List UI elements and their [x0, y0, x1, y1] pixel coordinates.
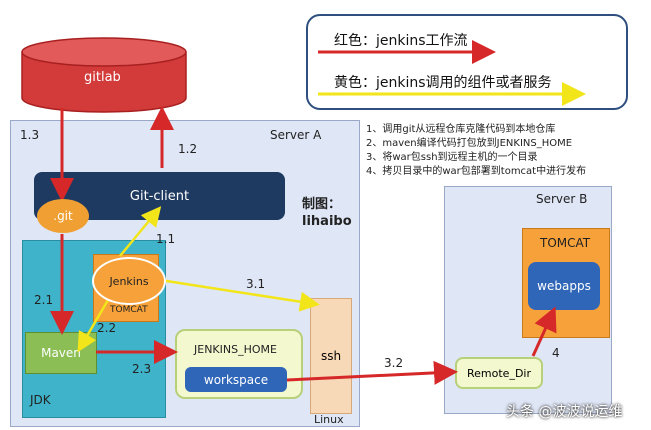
- edge-label-2-3: 2.3: [132, 362, 152, 376]
- legend-yellow-text: 黄色：jenkins调用的组件或者服务: [334, 75, 552, 91]
- gitlab-label: gitlab: [84, 70, 121, 85]
- webapps-node: webapps: [528, 262, 600, 310]
- author-mark-line2: lihaibo: [302, 214, 352, 229]
- tomcat-b-label: TOMCAT: [540, 236, 591, 250]
- step-4: 4、拷贝目录中的war包部署到tomcat中进行发布: [366, 166, 587, 177]
- jenkins-node: Jenkins: [92, 257, 166, 305]
- ssh-node: ssh: [310, 298, 352, 414]
- edge-1-1: [119, 206, 162, 257]
- jdk-label: JDK: [30, 393, 51, 407]
- remote-dir-label: Remote_Dir: [467, 366, 531, 380]
- step-2: 2、maven编译代码打包放到JENKINS_HOME: [366, 138, 573, 149]
- git-repo-node: .git: [37, 199, 89, 233]
- maven-label: Maven: [41, 346, 81, 360]
- ssh-label: ssh: [320, 349, 342, 363]
- edge-3-2: [286, 360, 458, 385]
- edge-label-4: 4: [552, 346, 560, 360]
- edge-3-1: [159, 278, 320, 312]
- workspace-node: workspace: [185, 367, 287, 392]
- jenkins-label: Jenkins: [109, 274, 149, 288]
- gitlab-cylinder: [21, 37, 187, 113]
- server-a-label: Server A: [270, 128, 322, 142]
- edge-label-2-1: 2.1: [34, 293, 54, 307]
- edge-label-1-1: 1.1: [156, 232, 176, 246]
- jenkins-home-label: JENKINS_HOME: [194, 343, 277, 356]
- watermark-text: 头条 @波波说运维: [506, 404, 623, 420]
- edge-label-3-1: 3.1: [246, 277, 266, 291]
- remote-dir-node: Remote_Dir: [455, 357, 543, 389]
- server-b-label: Server B: [536, 192, 588, 206]
- steps-list: 1、调用git从远程仓库克隆代码到本地仓库 2、maven编译代码打包放到JEN…: [366, 123, 586, 179]
- author-mark: 制图： lihaibo: [302, 196, 352, 230]
- edge-label-1-3: 1.3: [20, 128, 40, 142]
- legend-red-text: 红色：jenkins工作流: [334, 33, 468, 49]
- git-client-label: Git-client: [129, 188, 190, 204]
- step-3: 3、将war包ssh到远程主机的一个目录: [366, 152, 538, 163]
- author-mark-line1: 制图：: [302, 197, 342, 212]
- edge-4: [531, 306, 557, 357]
- git-repo-label: .git: [53, 209, 73, 223]
- edge-label-3-2: 3.2: [384, 356, 404, 370]
- step-1: 1、调用git从远程仓库克隆代码到本地仓库: [366, 124, 556, 135]
- edge-2-2: [77, 299, 110, 353]
- workspace-label: workspace: [203, 372, 269, 387]
- edge-label-2-2: 2.2: [97, 321, 117, 335]
- linux-label: Linux: [314, 413, 344, 426]
- webapps-label: webapps: [537, 279, 591, 293]
- tomcat-a-label: TOMCAT: [110, 305, 148, 315]
- edge-label-1-2: 1.2: [178, 142, 198, 156]
